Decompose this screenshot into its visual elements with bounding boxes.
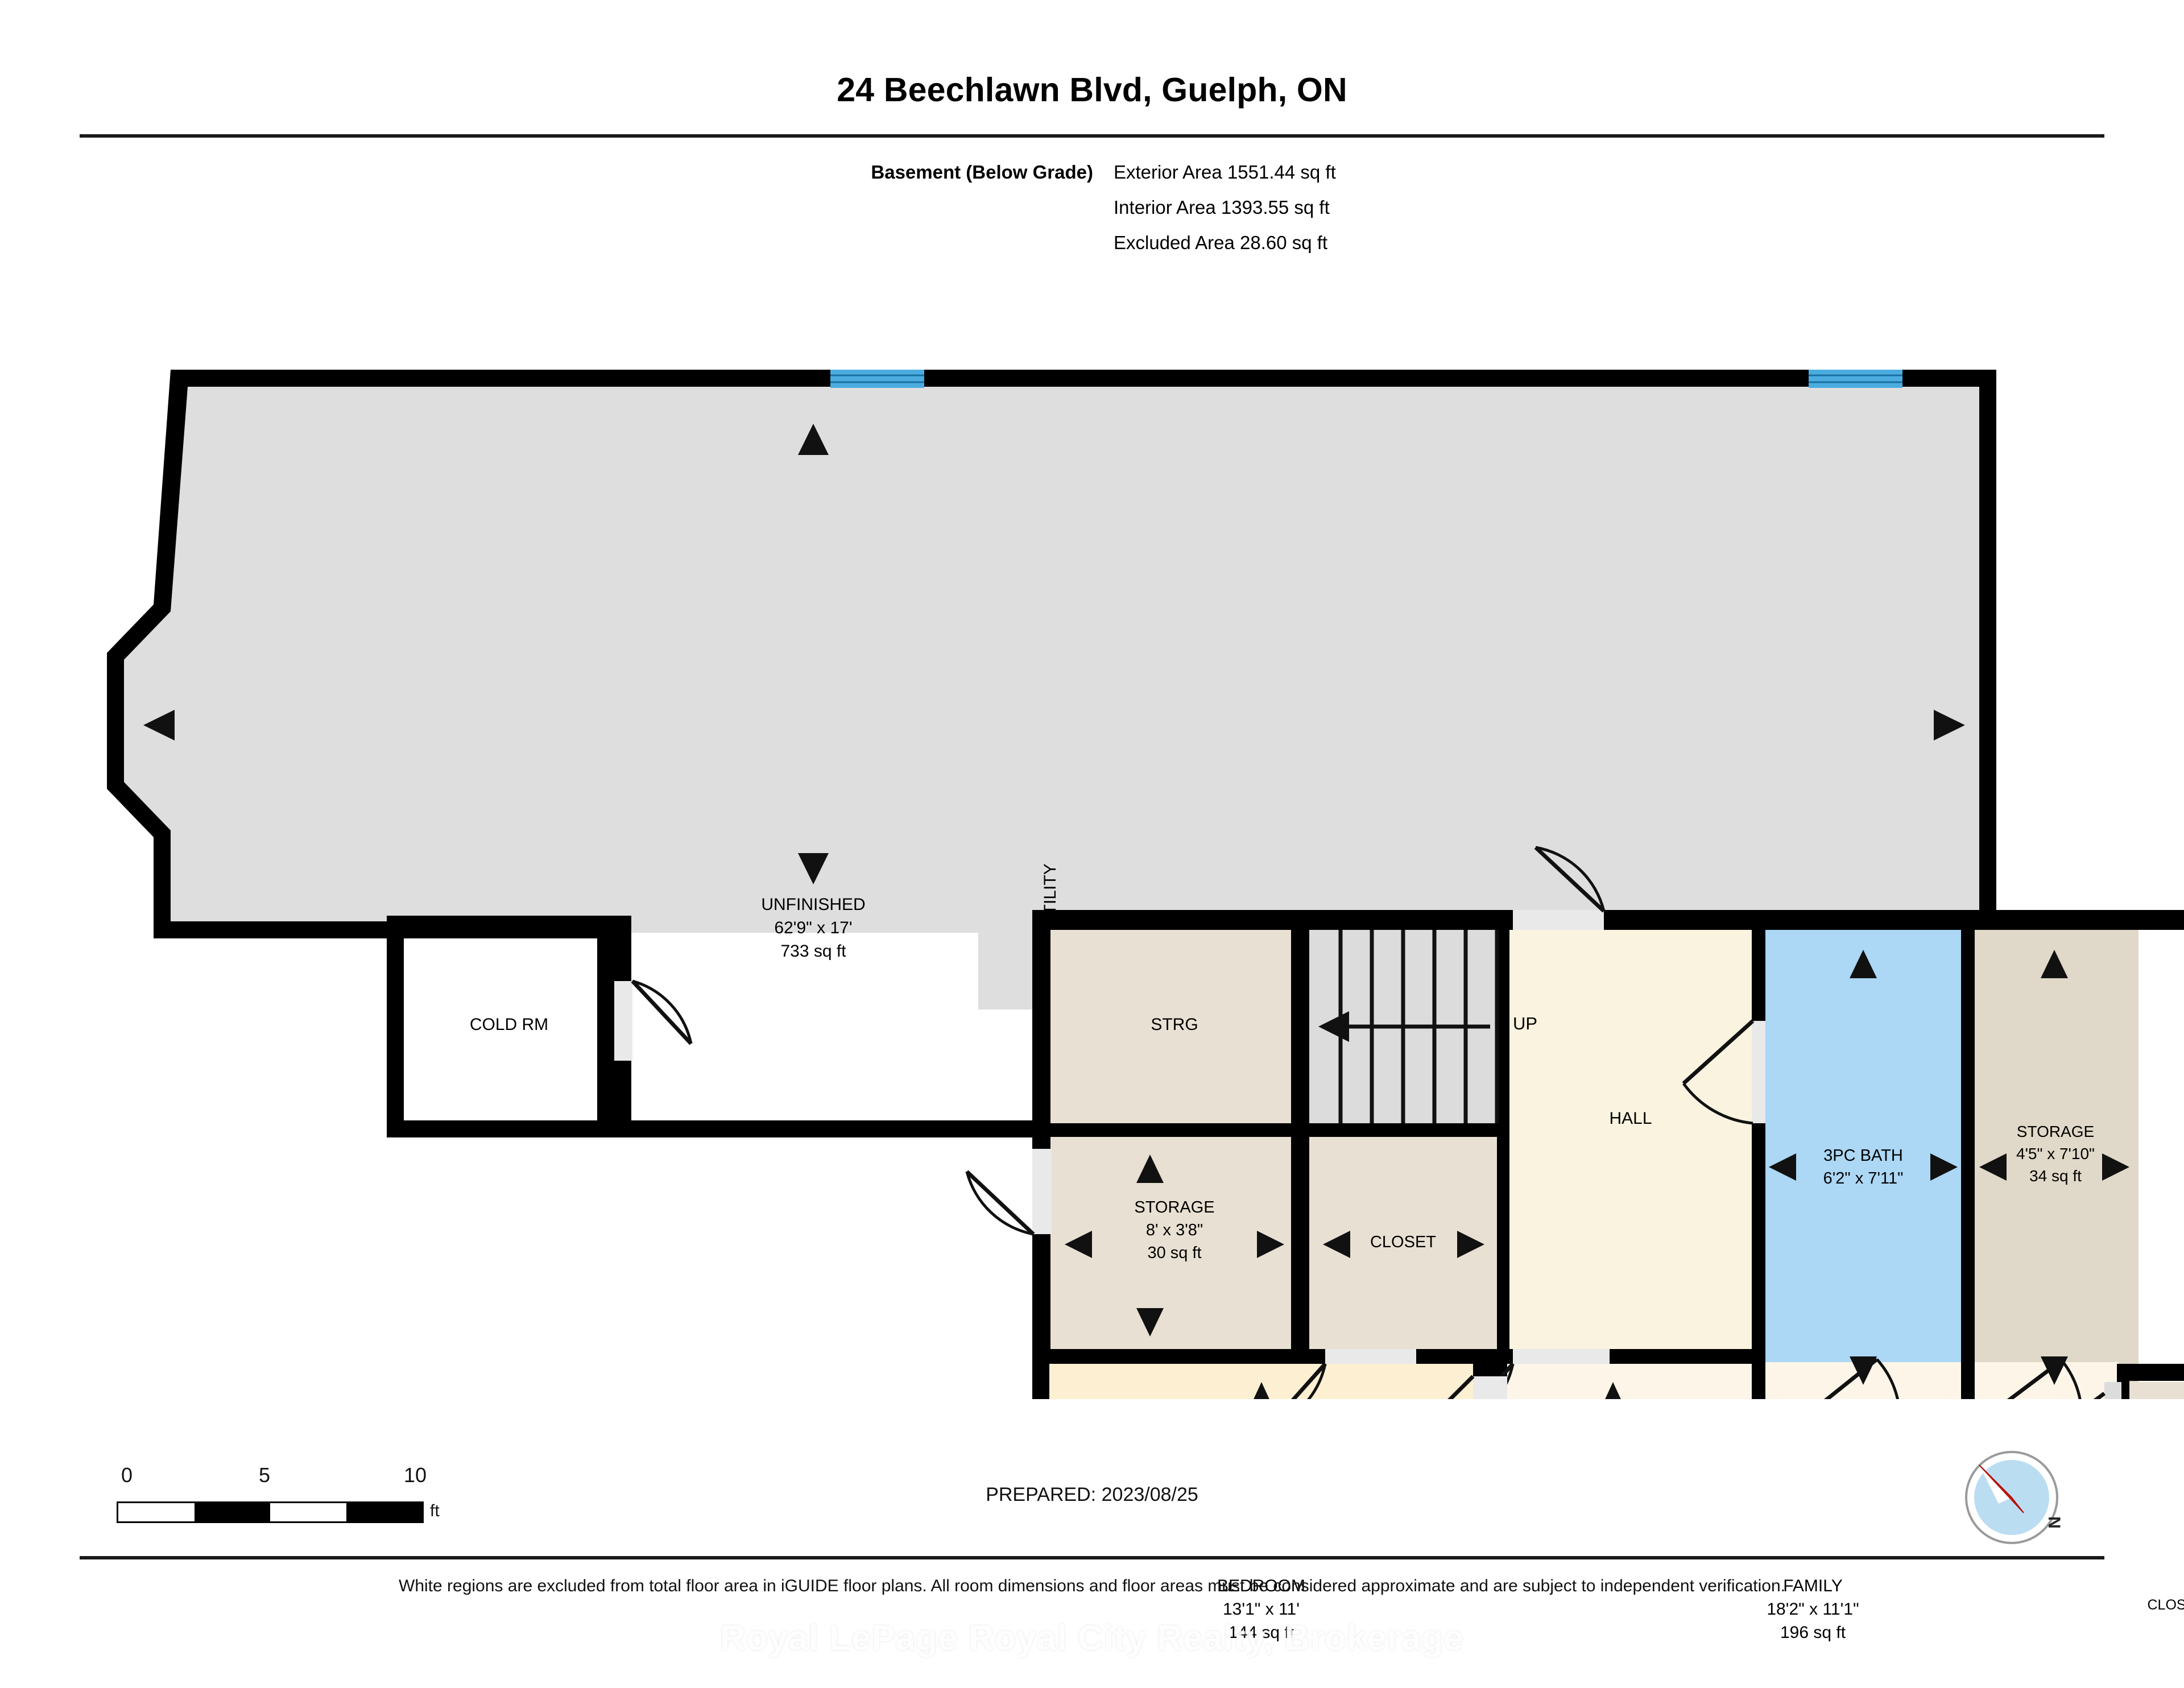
stairs	[1318, 930, 1499, 1123]
dimension-arrows	[143, 424, 2129, 1399]
room-fill-family	[1507, 1362, 2119, 1399]
excluded-area-value: Excluded Area 28.60 sq ft	[1114, 232, 1328, 253]
exterior-area-value: Exterior Area 1551.44 sq ft	[1114, 162, 1336, 183]
disclaimer-text: White regions are excluded from total fl…	[399, 1577, 1785, 1595]
scale-segment	[118, 1503, 195, 1521]
scale-bar	[117, 1501, 424, 1523]
room-label-storage-a: STORAGE 8' x 3'8" 30 sq ft	[1049, 1196, 1300, 1264]
stairs-up-label: UP	[1513, 1013, 1538, 1033]
room-label-hall: HALL	[1508, 1109, 1753, 1128]
room-name-unfinished: UNFINISHED	[761, 895, 866, 914]
room-label-utility: UTILITY	[1041, 863, 1060, 927]
room-label-unfinished: UNFINISHED 62'9" x 17' 733 sq ft	[682, 893, 944, 963]
room-name-closet-b: CLOSET	[2147, 1597, 2184, 1613]
scale-unit-label: ft	[430, 1501, 440, 1520]
room-label-closet-b: CLOSET	[2126, 1597, 2184, 1613]
header-divider	[80, 134, 2104, 138]
room-name-storage-b: STORAGE	[2016, 1123, 2095, 1140]
floor-plan-canvas: UNFINISHED 62'9" x 17' 733 sq ft UTILITY…	[0, 318, 2184, 1642]
scale-tick-10: 10	[404, 1463, 427, 1487]
window-top-left	[830, 370, 924, 388]
room-fill-closet-b	[2127, 1382, 2184, 1399]
room-fill-cold-rm	[404, 933, 978, 1120]
room-area-storage-a: 30 sq ft	[1147, 1244, 1202, 1262]
room-label-family: FAMILY 18'2" x 11'1" 196 sq ft	[1507, 1574, 2119, 1644]
summary-row-exterior: Basement (Below Grade) Exterior Area 155…	[818, 155, 1614, 190]
room-dimensions-bath: 6'2" x 7'11"	[1823, 1169, 1904, 1188]
room-name-cold-rm: COLD RM	[469, 1015, 549, 1034]
scale-segment	[194, 1503, 270, 1521]
interior-area-value: Interior Area 1393.55 sq ft	[1114, 197, 1330, 218]
room-name-hall: HALL	[1609, 1109, 1652, 1128]
room-fill-bath	[1764, 930, 1962, 1399]
room-label-cold-rm: COLD RM	[404, 1015, 614, 1035]
room-label-storage-b: STORAGE 4'5" x 7'10" 34 sq ft	[1959, 1120, 2152, 1187]
room-name-storage-a: STORAGE	[1134, 1198, 1215, 1217]
footer-divider	[80, 1556, 2104, 1559]
interior-walls	[1032, 910, 2184, 1399]
bifold-closet-doors	[2093, 1382, 2121, 1399]
room-fill-strg	[1049, 930, 1300, 1123]
room-name-bedroom: BEDROOM	[1217, 1577, 1305, 1595]
room-dimensions-storage-b: 4'5" x 7'10"	[2016, 1145, 2095, 1162]
room-area-storage-b: 34 sq ft	[2029, 1167, 2082, 1185]
stairs-direction-label: UP	[1513, 1013, 1537, 1034]
room-name-bath: 3PC BATH	[1823, 1147, 1903, 1165]
room-dimensions-bedroom: 13'1" x 11'	[1223, 1600, 1300, 1619]
room-name-strg: STRG	[1151, 1015, 1198, 1034]
floor-label: Basement (Below Grade)	[871, 162, 1093, 183]
room-label-bath: 3PC BATH 6'2" x 7'11"	[1762, 1144, 1964, 1190]
room-dimensions-family: 18'2" x 11'1"	[1767, 1600, 1859, 1619]
summary-row-interior: Interior Area 1393.55 sq ft	[818, 190, 1614, 225]
doors	[614, 846, 2082, 1399]
room-name-utility: UTILITY	[1041, 863, 1060, 927]
room-area-bedroom: 144 sq ft	[1228, 1623, 1294, 1642]
page-title: 24 Beechlawn Blvd, Guelph, ON	[837, 71, 1347, 109]
room-label-strg: STRG	[1049, 1015, 1300, 1035]
window-top-right	[1809, 370, 1902, 388]
room-label-bedroom: BEDROOM 13'1" x 11' 144 sq ft	[1049, 1574, 1473, 1644]
scale-tick-5: 5	[259, 1463, 271, 1487]
room-name-closet-a: CLOSET	[1370, 1233, 1437, 1251]
prepared-date: PREPARED: 2023/08/25	[986, 1484, 1198, 1505]
summary-row-excluded: Excluded Area 28.60 sq ft	[818, 225, 1614, 260]
room-fill-hall	[1508, 930, 1753, 1351]
scale-segment	[270, 1503, 346, 1521]
room-dimensions-storage-a: 8' x 3'8"	[1145, 1221, 1203, 1239]
compass-rose	[1963, 1449, 2060, 1546]
room-name-family: FAMILY	[1783, 1577, 1843, 1595]
compass-north-label: N	[2044, 1516, 2063, 1529]
windows	[830, 370, 1902, 388]
brokerage-watermark: Royal LePage Royal City Realty, Brokerag…	[720, 1619, 1464, 1658]
room-area-family: 196 sq ft	[1780, 1623, 1846, 1642]
room-area-unfinished: 733 sq ft	[780, 942, 846, 961]
scale-tick-0: 0	[121, 1463, 133, 1487]
room-dimensions-unfinished: 62'9" x 17'	[774, 919, 853, 937]
room-fill-unfinished	[124, 387, 1979, 1010]
floor-summary: Basement (Below Grade) Exterior Area 155…	[818, 155, 1614, 260]
room-label-closet-a: CLOSET	[1309, 1233, 1497, 1252]
scale-segment	[346, 1503, 422, 1521]
